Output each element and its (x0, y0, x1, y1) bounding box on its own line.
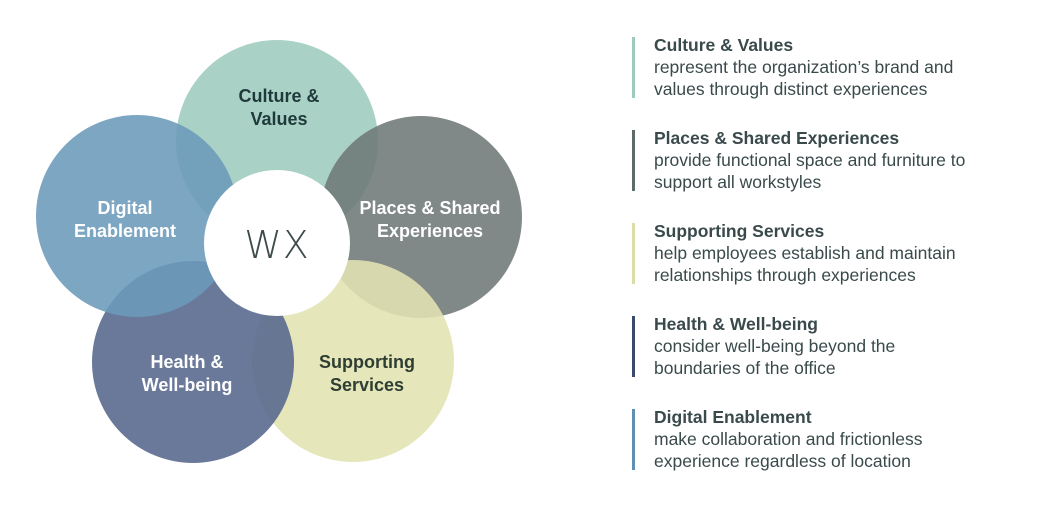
legend-desc-line: experience regardless of location (654, 451, 911, 471)
legend-desc-line: help employees establish and maintain (654, 243, 956, 263)
legend-desc-line: support all workstyles (654, 172, 822, 192)
petal-circle-digital (36, 115, 238, 317)
legend-title: Health & Well-being (654, 314, 818, 334)
legend-title: Culture & Values (654, 35, 794, 55)
legend-desc-line: boundaries of the office (654, 358, 836, 378)
legend-desc-line: consider well-being beyond the (654, 336, 896, 356)
legend-item-culture: Culture & Values represent the organizat… (632, 34, 1042, 100)
legend-desc-line: represent the organization’s brand and (654, 57, 954, 77)
legend-bar (632, 409, 635, 470)
petal-label-line: Values (250, 109, 307, 129)
legend: Culture & Values represent the organizat… (632, 34, 1042, 499)
legend-bar (632, 316, 635, 377)
petal-label-line: Digital (97, 198, 152, 218)
legend-desc-line: provide functional space and furniture t… (654, 150, 966, 170)
legend-bar (632, 223, 635, 284)
legend-bar (632, 37, 635, 98)
legend-item-digital: Digital Enablement make collaboration an… (632, 406, 1042, 472)
legend-title: Supporting Services (654, 221, 825, 241)
legend-desc-line: values through distinct experiences (654, 79, 928, 99)
legend-item-supporting: Supporting Services help employees estab… (632, 220, 1042, 286)
petal-label-line: Well-being (142, 375, 233, 395)
petal-label-line: Services (330, 375, 404, 395)
legend-item-health: Health & Well-being consider well-being … (632, 313, 1042, 379)
legend-title: Places & Shared Experiences (654, 128, 900, 148)
legend-item-places: Places & Shared Experiences provide func… (632, 127, 1042, 193)
petal-label-line: Enablement (74, 221, 176, 241)
petal-label-line: Supporting (319, 352, 415, 372)
petal-label-line: Culture & (239, 86, 320, 106)
petal-label-line: Health & (150, 352, 223, 372)
petal-label-line: Experiences (377, 221, 483, 241)
petal-label-culture: Culture & Values (239, 86, 320, 129)
center-hub (204, 170, 350, 316)
petal-label-line: Places & Shared (359, 198, 500, 218)
legend-desc-line: relationships through experiences (654, 265, 916, 285)
legend-bar (632, 130, 635, 191)
legend-desc-line: make collaboration and frictionless (654, 429, 923, 449)
petal-label-health: Health & Well-being (142, 352, 233, 395)
center-label: WX (244, 223, 310, 267)
legend-title: Digital Enablement (654, 407, 812, 427)
